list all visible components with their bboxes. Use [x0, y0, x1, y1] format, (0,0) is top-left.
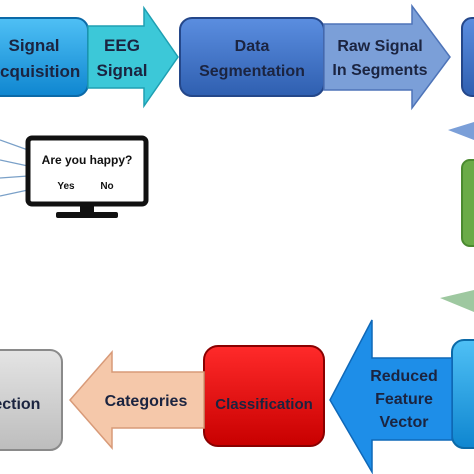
eeg-signal-arrow: EEG Signal: [87, 5, 179, 109]
monitor-no: No: [100, 181, 113, 192]
monitor-question: Are you happy?: [42, 153, 133, 167]
classification-label: Classification: [215, 396, 313, 413]
reduced-feature-arrow: Reduced Feature Vector: [329, 319, 453, 474]
reduced-feature-line1: Reduced: [370, 368, 438, 385]
green-block-partial: [461, 159, 474, 247]
stimulus-lines: [0, 139, 29, 197]
partial-arrow-mid-right: [440, 290, 474, 312]
detection-block: Detection: [0, 349, 63, 451]
classification-block: Classification: [203, 345, 325, 447]
categories-label: Categories: [105, 393, 188, 410]
monitor-icon: Are you happy? Yes No: [25, 135, 149, 218]
monitor-yes: Yes: [57, 181, 75, 192]
categories-arrow: Categories: [69, 350, 205, 450]
eeg-signal-line1: EEG: [104, 36, 140, 55]
signal-acquisition-line2: Acquisition: [0, 62, 80, 81]
signal-acquisition-block: Signal Acquisition: [0, 17, 89, 97]
data-segmentation-line1: Data: [235, 38, 270, 55]
raw-signal-line2: In Segments: [332, 62, 427, 79]
partial-arrow-top-right: [448, 122, 474, 140]
signal-acquisition-line1: Signal: [8, 36, 59, 55]
data-segmentation-block: Data Segmentation: [179, 17, 325, 97]
reduced-feature-line2: Feature: [375, 391, 433, 408]
reduced-feature-line3: Vector: [380, 414, 429, 431]
data-segmentation-line2: Segmentation: [199, 63, 305, 80]
raw-signal-arrow: Raw Signal In Segments: [323, 3, 451, 111]
eeg-signal-line2: Signal: [96, 61, 147, 80]
raw-signal-line1: Raw Signal: [337, 38, 422, 55]
next-block-partial: [461, 17, 474, 97]
detection-label: Detection: [0, 396, 40, 413]
bottom-right-block-partial: [451, 339, 474, 449]
